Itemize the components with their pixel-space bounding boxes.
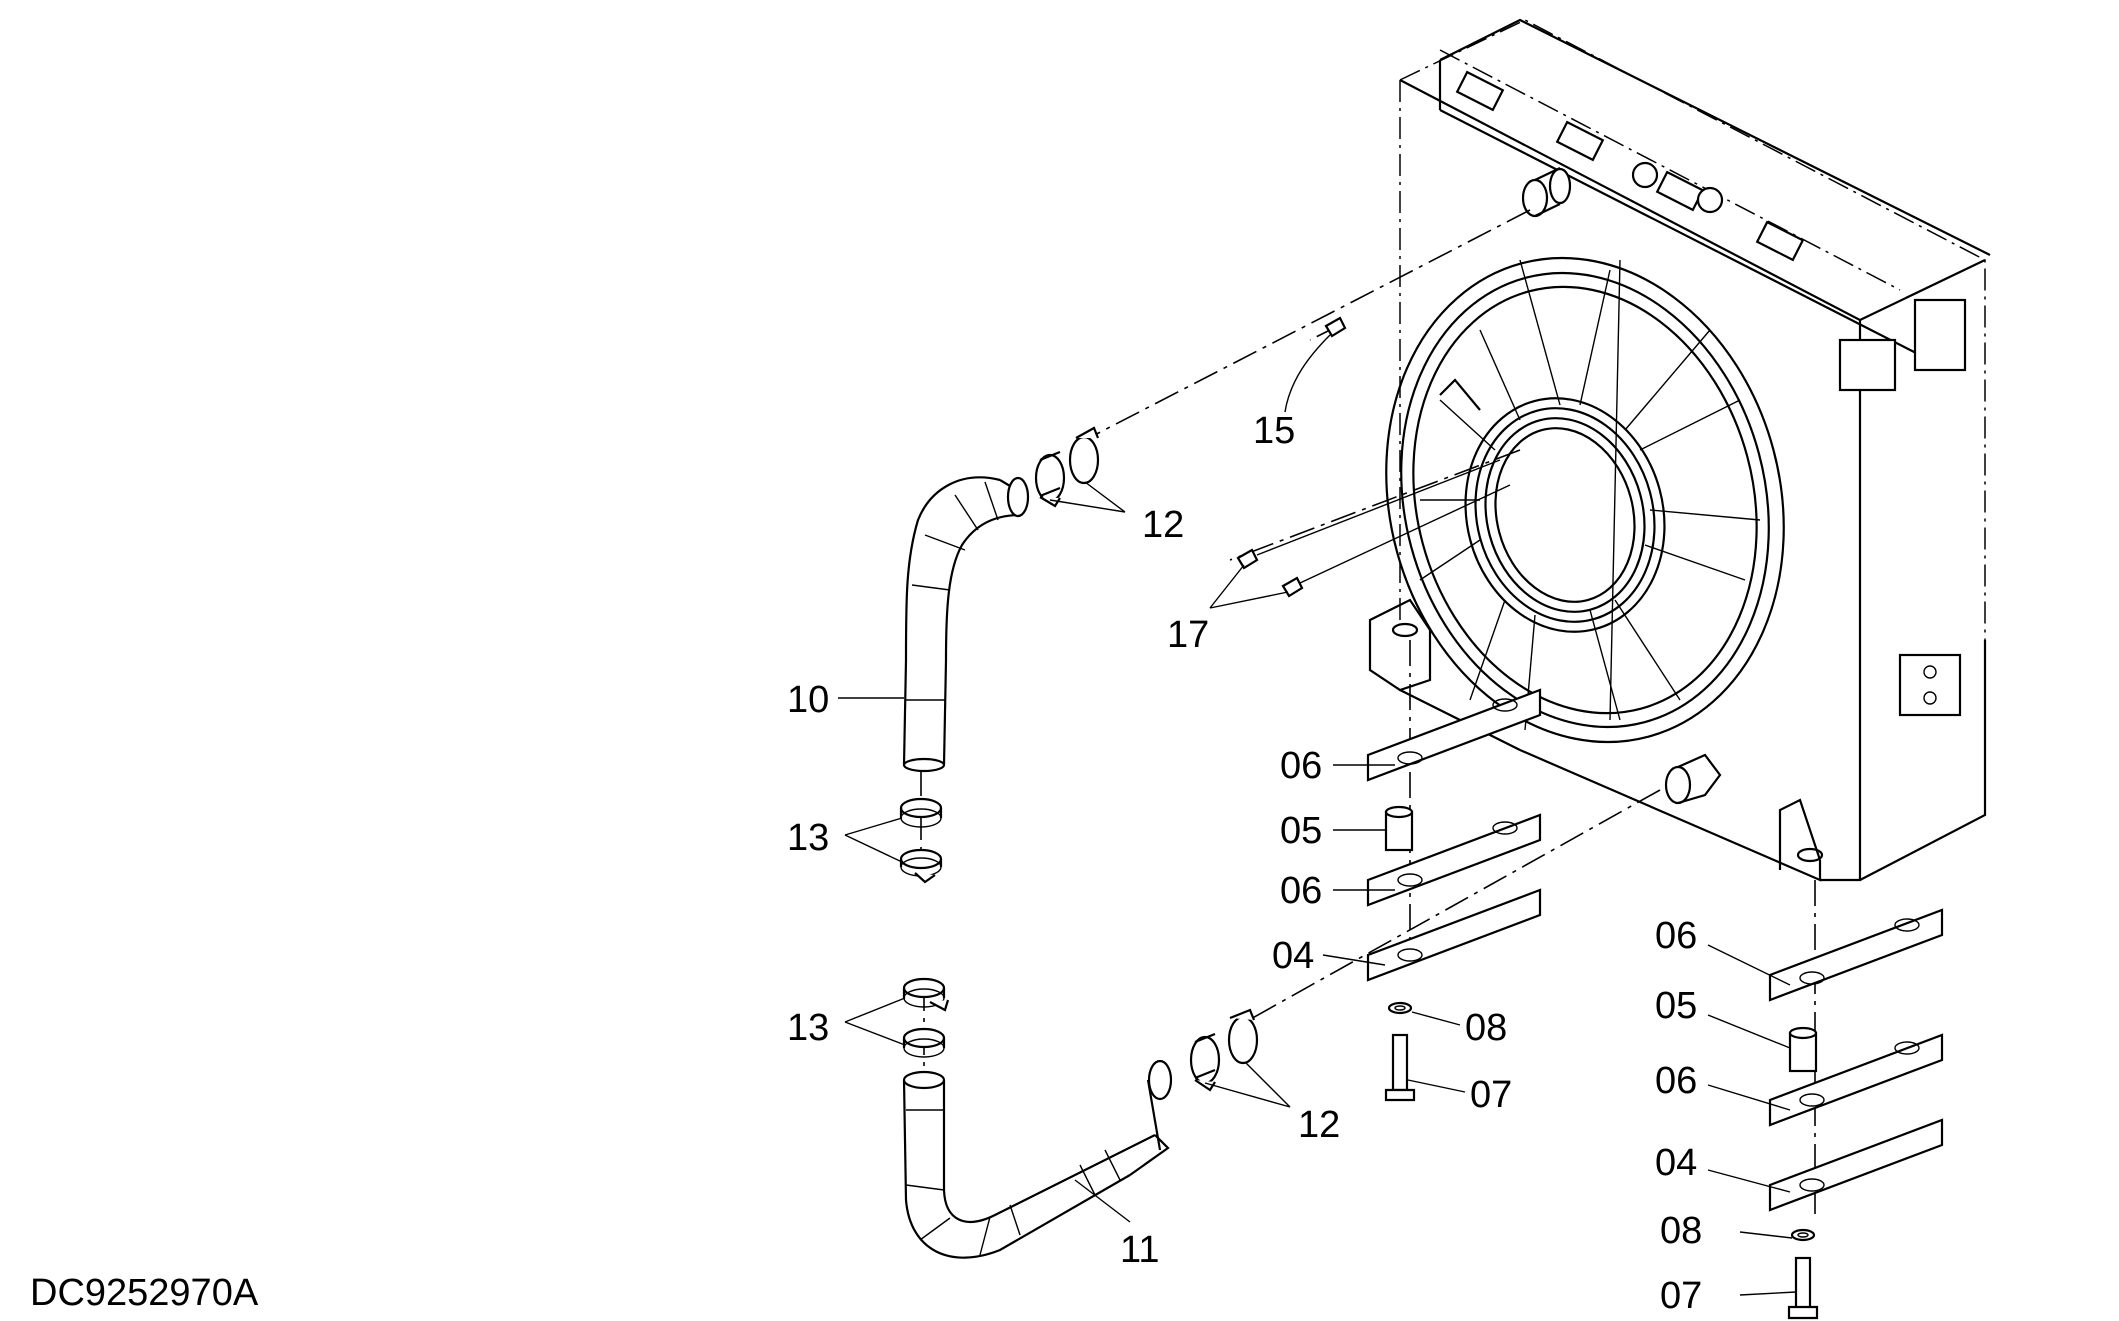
- mount-stack-left: [1366, 688, 1542, 1102]
- bolts-17: [1236, 459, 1511, 598]
- mount-stack-right: [1768, 908, 1944, 1320]
- fan-shroud: [1385, 256, 1785, 744]
- callout-11: 11: [1120, 1229, 1159, 1271]
- callout-06-left-bottom: 06: [1280, 870, 1322, 912]
- callout-12-upper: 12: [1142, 504, 1184, 546]
- callout-07-left: 07: [1470, 1074, 1512, 1116]
- callout-06-left-top: 06: [1280, 745, 1322, 787]
- hose-11: [902, 1059, 1173, 1259]
- callout-05-left: 05: [1280, 810, 1322, 852]
- callout-labels: 10 11 12 12 13 13 15 17 06 05 06 04 08 0…: [30, 410, 1702, 1317]
- callout-12-lower: 12: [1298, 1104, 1340, 1146]
- callout-17: 17: [1167, 614, 1209, 656]
- leader-lines: [838, 334, 1797, 1296]
- clamps-12-upper: [1034, 426, 1100, 508]
- drawing-code: DC9252970A: [30, 1272, 259, 1314]
- callout-08-right: 08: [1660, 1210, 1702, 1252]
- callout-04-right: 04: [1655, 1142, 1697, 1184]
- callout-13-upper: 13: [787, 817, 829, 859]
- callout-15: 15: [1253, 410, 1295, 452]
- callout-07-right: 07: [1660, 1275, 1702, 1317]
- clamps-13-lower-hose10: [899, 797, 943, 884]
- hose-10: [902, 476, 1030, 773]
- callout-10: 10: [787, 679, 829, 721]
- clamps-12-lower: [1189, 1008, 1259, 1092]
- callout-05-right: 05: [1655, 985, 1697, 1027]
- callout-13-lower: 13: [787, 1007, 829, 1049]
- clamps-13-upper-hose11: [902, 977, 950, 1058]
- callout-06-right-top: 06: [1655, 915, 1697, 957]
- callout-04-left: 04: [1272, 935, 1314, 977]
- radiator-assembly: [1368, 18, 1991, 882]
- callout-06-right-bottom: 06: [1655, 1060, 1697, 1102]
- callout-08-left: 08: [1465, 1007, 1507, 1049]
- bolt-15: [1324, 316, 1347, 338]
